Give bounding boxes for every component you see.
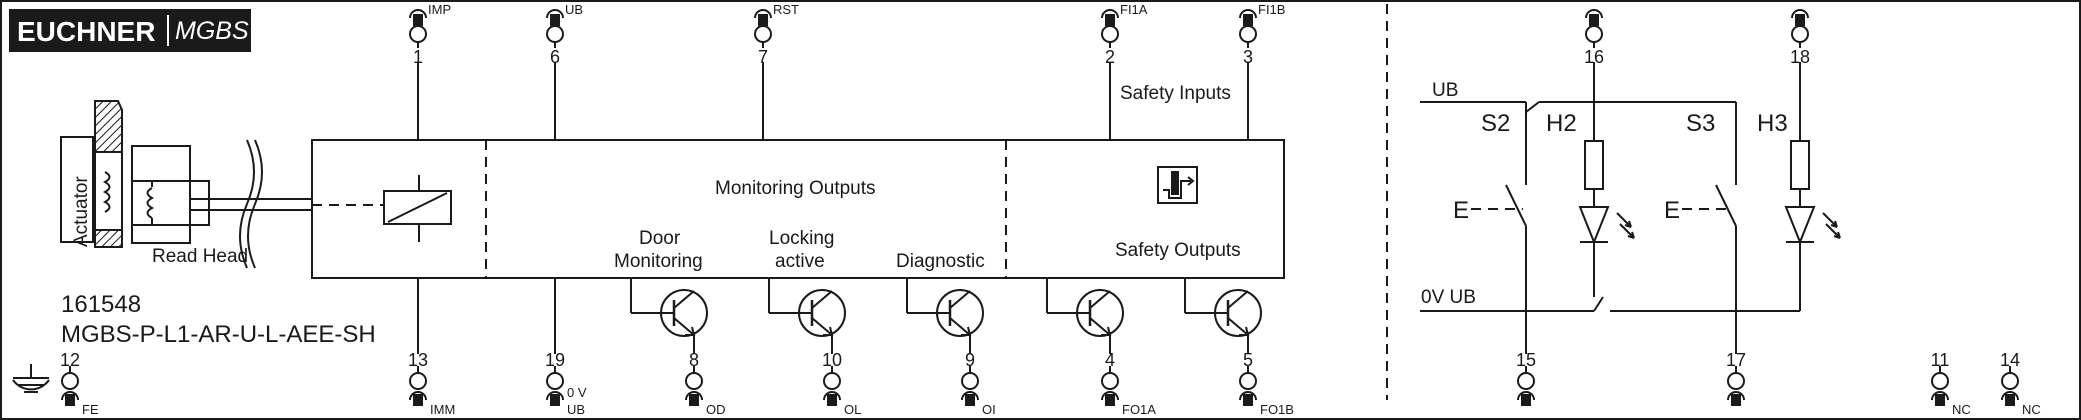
actuator-assembly: Actuator Read Head (60, 100, 312, 269)
zero-v-ub-label: 0V UB (1421, 287, 1476, 308)
pin-signal: FO1B (1260, 402, 1294, 417)
pin-number: 7 (758, 47, 768, 67)
pin-signal: FE (82, 402, 99, 417)
output-transistor (906, 278, 984, 354)
pin-signal: UB (567, 402, 585, 417)
output-transistor (1046, 278, 1124, 354)
e-right-label: E (1664, 197, 1680, 224)
pin-number: 4 (1105, 350, 1115, 370)
top-pins: 1 IMP 6 UB 7 RST 2 FI1A 3 FI1B 16 18 (409, 2, 1810, 67)
pin-number: 13 (408, 350, 428, 370)
pin-number: 9 (965, 350, 975, 370)
pin-number: 16 (1584, 47, 1604, 67)
pin-signal: FI1B (1258, 2, 1285, 17)
pin-signal: OL (844, 402, 861, 417)
relay-coil (312, 175, 452, 242)
h2-label: H2 (1546, 110, 1577, 137)
pin-signal: UB (565, 2, 583, 17)
pin-number: 1 (413, 47, 423, 67)
pin-signal: IMP (428, 2, 451, 17)
pin-number: 12 (60, 350, 80, 370)
pin-number: 6 (550, 47, 560, 67)
pin-signal: FO1A (1122, 402, 1156, 417)
diagnostic-label: Diagnostic (896, 251, 985, 272)
pin-number: 17 (1726, 350, 1746, 370)
pin-signal: OD (706, 402, 726, 417)
right-panel-circuit: UB S2 H2 S3 H3 E E 0V UB (1420, 62, 1841, 354)
top-pin: 16 (1584, 9, 1604, 67)
bottom-pin: 9OI (961, 350, 996, 417)
bottom-pin: 8OD (685, 350, 726, 417)
top-pin: 1 IMP (409, 2, 451, 67)
logo-brand: EUCHNER (17, 16, 155, 47)
output-transistor (768, 278, 846, 354)
bottom-pin: 15 (1516, 350, 1536, 406)
pin-signal: NC (2022, 402, 2041, 417)
read-head-label: Read Head (152, 246, 248, 267)
pin-signal: NC (1952, 402, 1971, 417)
pin-number: 15 (1516, 350, 1536, 370)
locking-active-label-2: active (775, 251, 825, 272)
logo-product: MGBS (175, 17, 249, 45)
pin-number: 19 (545, 350, 565, 370)
pin-number: 3 (1243, 47, 1253, 67)
pin-number: 18 (1790, 47, 1810, 67)
article-number: 161548 (61, 291, 141, 318)
s2-label: S2 (1481, 110, 1510, 137)
bottom-pin: 17 (1726, 350, 1746, 406)
module-body (311, 139, 1285, 279)
pin-signal: OI (982, 402, 996, 417)
transistor-group (630, 278, 1262, 354)
euchner-logo: EUCHNER MGBS (9, 9, 251, 52)
pin-signal: IMM (430, 402, 455, 417)
pin-number: 10 (822, 350, 842, 370)
s3-label: S3 (1686, 110, 1715, 137)
pin-number: 14 (2000, 350, 2020, 370)
monitoring-outputs-label: Monitoring Outputs (715, 178, 876, 199)
e-left-label: E (1453, 197, 1469, 224)
top-pin: 7 RST (754, 2, 799, 67)
pin-number: 11 (1931, 350, 1950, 370)
h3-label: H3 (1757, 110, 1788, 137)
ground-symbol (12, 364, 50, 393)
top-pin: 2 FI1A (1101, 2, 1148, 67)
ub-label: UB (1432, 80, 1458, 101)
top-pin: 3 FI1B (1239, 2, 1285, 67)
door-monitoring-label-2: Monitoring (614, 251, 703, 272)
safety-outputs-label: Safety Outputs (1115, 240, 1241, 261)
top-pin: 18 (1790, 9, 1810, 67)
top-pin: 6 UB (546, 2, 583, 67)
locking-active-label-1: Locking (769, 228, 835, 249)
pin-signal: FI1A (1120, 2, 1148, 17)
pin-number: 8 (689, 350, 699, 370)
output-transistor (630, 278, 708, 354)
actuator-label: Actuator (71, 176, 92, 247)
safety-inputs-label: Safety Inputs (1120, 83, 1231, 104)
pin-number: 5 (1243, 350, 1253, 370)
output-transistor (1184, 278, 1262, 354)
safety-relay-icon (1157, 166, 1198, 204)
pin-signal: RST (773, 2, 799, 17)
model-name: MGBS-P-L1-AR-U-L-AEE-SH (61, 321, 376, 348)
door-monitoring-label-1: Door (639, 228, 681, 249)
pin-extra: 0 V (567, 385, 587, 400)
pin-number: 2 (1105, 47, 1115, 67)
